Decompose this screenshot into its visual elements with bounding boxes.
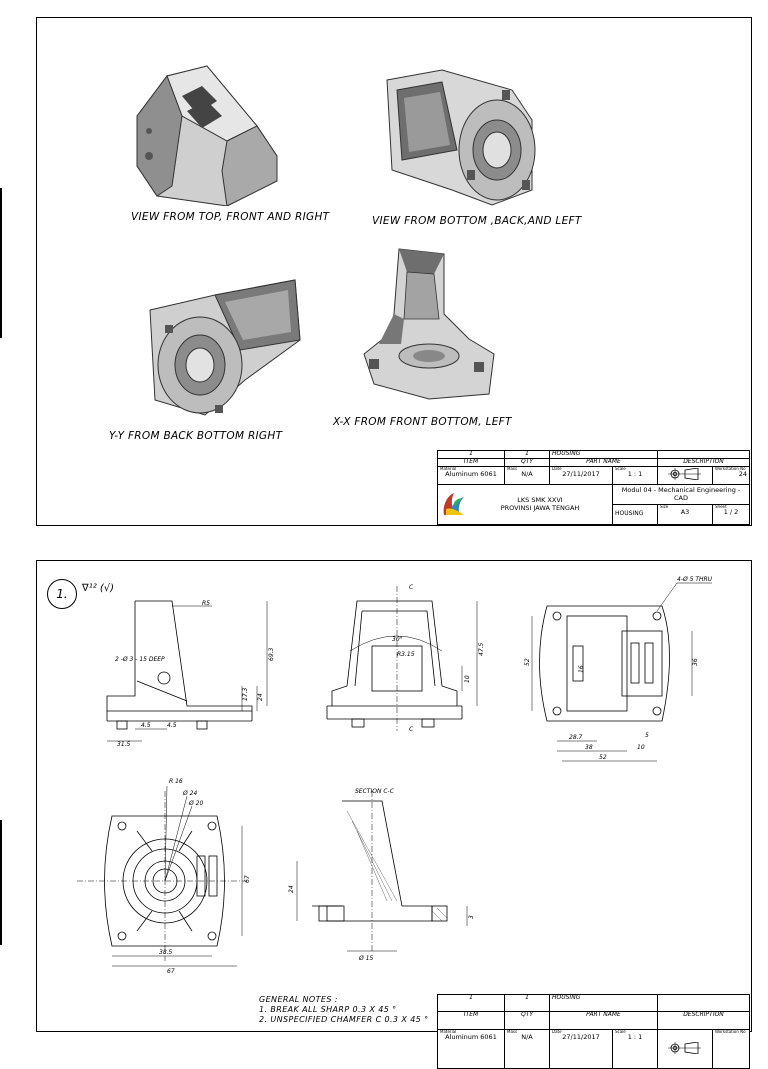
dim-r5: R5 bbox=[202, 600, 210, 607]
dim-38: 38 bbox=[585, 744, 593, 751]
tb-module: Modul 04 - Mechanical Engineering - CAD bbox=[612, 484, 750, 505]
section-mark-c-top: C bbox=[409, 584, 414, 591]
tb-material: Aluminum 6061 bbox=[445, 470, 497, 479]
dim-173: 17.3 bbox=[242, 687, 249, 701]
dim-10b: 10 bbox=[637, 744, 645, 751]
tb-size: A3 bbox=[680, 508, 690, 517]
tb2-qty: 1 bbox=[504, 993, 550, 1013]
section-label: SECTION C-C bbox=[355, 788, 395, 795]
dim-30deg: 30° bbox=[392, 636, 403, 643]
side-view bbox=[106, 600, 268, 742]
dim-r315: R3.15 bbox=[397, 651, 415, 658]
school-logo-icon bbox=[443, 493, 464, 515]
tb-mass: N/A bbox=[521, 470, 533, 479]
dim-3: 3 bbox=[468, 915, 475, 919]
projection-symbol-icon bbox=[668, 1041, 701, 1055]
dim-45b: 4.5 bbox=[167, 722, 177, 729]
tb2-h-item: ITEM bbox=[437, 1011, 505, 1030]
tb2-h-description: DESCRIPTION bbox=[657, 1011, 750, 1030]
tb-lbl-sheet: Sheet bbox=[715, 504, 727, 509]
general-notes: GENERAL NOTES : 1. BREAK ALL SHARP 0.3 X… bbox=[259, 995, 429, 1025]
tb2-item: 1 bbox=[437, 993, 505, 1013]
dim-287: 28.7 bbox=[569, 734, 583, 741]
dim-o20: Ø 20 bbox=[188, 800, 203, 807]
tb-date: 27/11/2017 bbox=[562, 470, 600, 479]
tb-lbl-date: Date bbox=[552, 466, 562, 471]
binding-edge-bottom bbox=[0, 820, 2, 945]
caption-view-top-front-right: VIEW FROM TOP, FRONT AND RIGHT bbox=[131, 211, 330, 223]
dim-67-vertical: 67 bbox=[244, 875, 251, 883]
dim-693: 69.3 bbox=[268, 647, 275, 661]
dim-315: 31.5 bbox=[117, 741, 131, 748]
tb-lbl-mass: Mass bbox=[507, 466, 518, 471]
dim-385: 38.5 bbox=[159, 949, 173, 956]
binding-edge-top bbox=[0, 188, 2, 338]
dim-hole-note: 2 -Ø 3 - 15 DEEP bbox=[115, 656, 165, 663]
projection-symbol-icon bbox=[668, 467, 701, 481]
housing-3d-view-top-front-right bbox=[136, 65, 278, 206]
dim-10: 10 bbox=[464, 675, 471, 683]
housing-3d-view-yy-back-bottom-right bbox=[149, 279, 301, 416]
note-1: 1. BREAK ALL SHARP 0.3 X 45 ° bbox=[259, 1005, 397, 1014]
section-mark-c-bottom: C bbox=[409, 726, 414, 733]
orthographic-drawing: R5 2 -Ø 3 - 15 DEEP 69.3 31.5 4.5 4.5 17… bbox=[77, 576, 713, 975]
caption-view-yy: Y-Y FROM BACK BOTTOM RIGHT bbox=[109, 430, 283, 442]
tb2-part-name: HOUSING bbox=[549, 993, 658, 1013]
drawing-sheet-2: 1. ∇¹² (√) bbox=[36, 560, 752, 1069]
front-view bbox=[326, 586, 478, 731]
dim-67: 67 bbox=[167, 968, 175, 975]
dim-5: 5 bbox=[645, 732, 649, 739]
tb-sheet: 1 / 2 bbox=[723, 508, 739, 517]
section-view bbox=[296, 791, 468, 952]
tb-drawing-name: HOUSING bbox=[612, 504, 658, 525]
surface-roughness-symbol: ∇¹² (√) bbox=[82, 583, 115, 594]
dim-thru-note: 4-Ø 5 THRU bbox=[677, 576, 713, 583]
notes-title: GENERAL NOTES : bbox=[259, 995, 338, 1004]
top-view bbox=[531, 582, 712, 762]
tb2-lbl-workstation: Workstation No bbox=[715, 1028, 746, 1034]
tb2-h-qty: QTY bbox=[504, 1011, 550, 1030]
tb-h-part-name: PART NAME bbox=[549, 458, 658, 467]
tb-lbl-scale: Scale bbox=[615, 466, 626, 471]
dim-16: 16 bbox=[578, 665, 585, 673]
note-2: 2. UNSPECIFIED CHAMFER C 0.3 X 45 ° bbox=[259, 1015, 429, 1024]
dim-45a: 4.5 bbox=[141, 722, 151, 729]
caption-view-bottom-back-left: VIEW FROM BOTTOM ,BACK,AND LEFT bbox=[372, 215, 582, 227]
dim-r16: R 16 bbox=[169, 778, 183, 785]
dim-o24: Ø 24 bbox=[182, 790, 197, 797]
tb-school-line2: PROVINSI JAWA TENGAH bbox=[500, 503, 580, 512]
dim-36: 36 bbox=[692, 658, 699, 666]
bottom-view bbox=[77, 785, 247, 967]
dim-o15: Ø 15 bbox=[358, 955, 373, 962]
dim-24: 24 bbox=[257, 693, 264, 701]
tb-workstation: 24 bbox=[738, 470, 747, 479]
tb-lbl-material: Material bbox=[440, 466, 457, 471]
title-block-sheet-2: 1 1 HOUSING ITEM QTY PART NAME DESCRIPTI… bbox=[437, 993, 750, 1069]
detail-number-badge: 1. bbox=[47, 579, 77, 609]
dim-52-vertical: 52 bbox=[524, 658, 531, 666]
dim-24-section: 24 bbox=[288, 885, 295, 893]
housing-3d-view-xx-front-bottom-left bbox=[363, 248, 495, 400]
title-block-sheet-1: 1 1 HOUSING ITEM QTY PART NAME DESCRIPTI… bbox=[437, 450, 750, 525]
tb2-mass: N/A bbox=[521, 1033, 533, 1042]
caption-view-xx: X-X FROM FRONT BOTTOM, LEFT bbox=[333, 416, 512, 428]
housing-3d-view-bottom-back-left bbox=[386, 69, 536, 206]
dim-52-horizontal: 52 bbox=[599, 754, 607, 761]
tb2-date: 27/11/2017 bbox=[562, 1033, 600, 1042]
tb-school-line1: LKS SMK XXVI bbox=[517, 496, 563, 505]
tb-scale: 1 : 1 bbox=[627, 470, 643, 479]
dim-475: 47.5 bbox=[478, 642, 485, 656]
tb2-h-part-name: PART NAME bbox=[549, 1011, 658, 1030]
drawing-sheet-1: VIEW FROM TOP, FRONT AND RIGHT VIEW FROM… bbox=[36, 17, 752, 526]
tb2-scale: 1 : 1 bbox=[627, 1033, 643, 1042]
tb2-material: Aluminum 6061 bbox=[445, 1033, 497, 1042]
tb-lbl-workstation: Workstation No bbox=[715, 466, 746, 471]
tb-lbl-size: Size bbox=[660, 504, 669, 509]
